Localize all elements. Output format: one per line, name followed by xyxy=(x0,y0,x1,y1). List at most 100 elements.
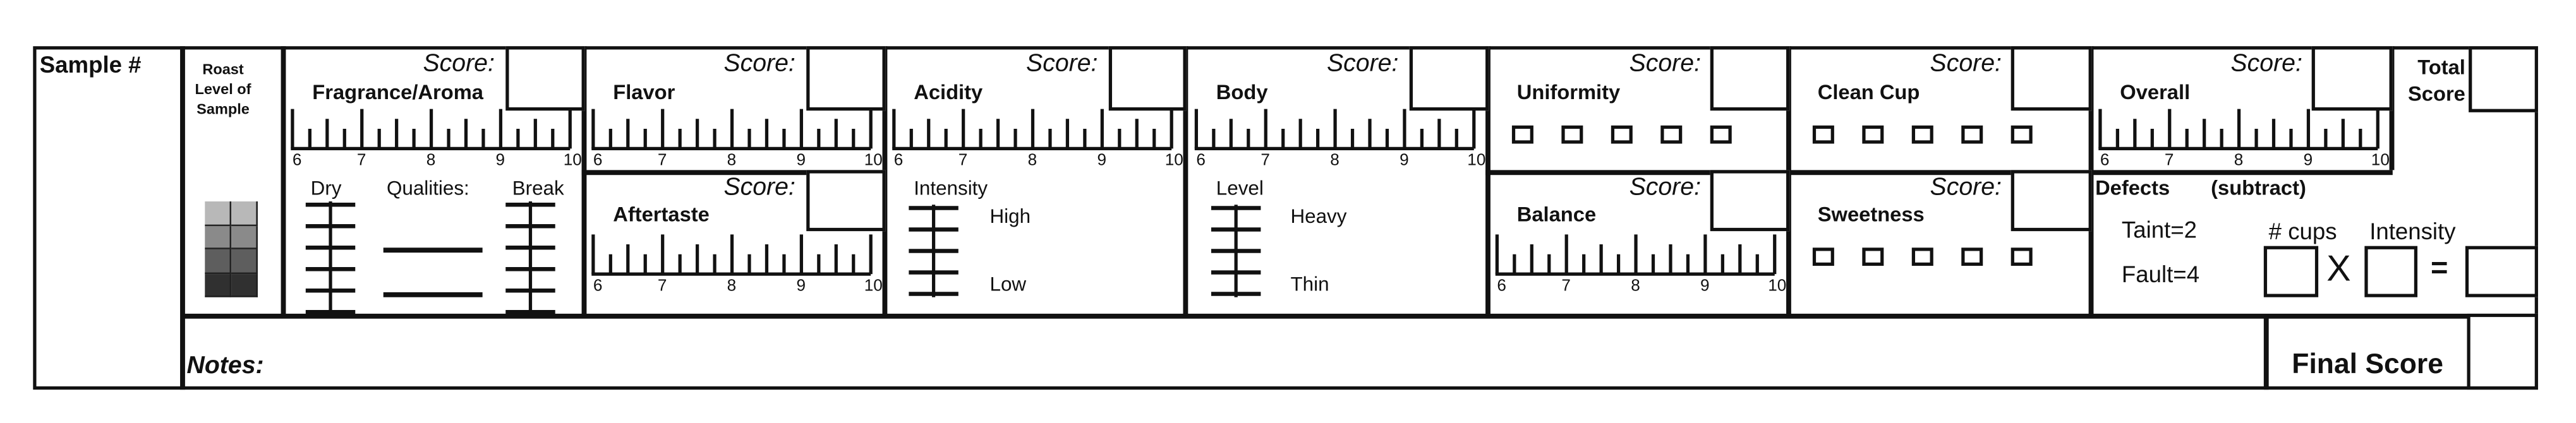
cup-checkbox[interactable] xyxy=(1911,247,1933,266)
acidity-score-box[interactable] xyxy=(1108,46,1187,111)
fragrance-score-box[interactable] xyxy=(505,46,585,111)
acidity-score-label: Score: xyxy=(1026,49,1098,78)
defects-intensity-box[interactable] xyxy=(2364,246,2418,297)
scale-tick-label: 10 xyxy=(1768,275,1786,294)
divider-uniformity xyxy=(1485,46,1490,316)
defects-cups-box[interactable] xyxy=(2263,246,2319,297)
cup-checkbox[interactable] xyxy=(2011,247,2033,266)
sample-column-divider xyxy=(180,46,184,390)
cup-checkbox[interactable] xyxy=(1660,125,1683,144)
total-score-box[interactable] xyxy=(2469,46,2538,112)
cup-checkbox[interactable] xyxy=(1511,125,1533,144)
cup-checkbox[interactable] xyxy=(1911,125,1933,144)
fragrance-qualities-label: Qualities: xyxy=(386,176,469,200)
cup-checkbox[interactable] xyxy=(1961,247,1983,266)
scale-tick-label: 9 xyxy=(1097,150,1106,169)
overall-score-label: Score: xyxy=(2230,49,2302,78)
fragrance-dry-ladder[interactable] xyxy=(305,201,359,324)
scale-tick-label: 7 xyxy=(958,150,968,169)
balance-score-box[interactable] xyxy=(1710,170,1790,232)
scale-tick-label: 8 xyxy=(727,275,737,294)
fragrance-title: Fragrance/Aroma xyxy=(312,81,483,104)
cup-checkbox[interactable] xyxy=(1812,125,1834,144)
roast-swatch-cell xyxy=(231,201,258,225)
fragrance-break-label: Break xyxy=(512,176,564,200)
fragrance-score-label: Score: xyxy=(423,49,495,78)
sweetness-title: Sweetness xyxy=(1817,203,1925,227)
roast-level-label: Roast Level of Sample xyxy=(195,61,251,117)
body-title: Body xyxy=(1216,81,1268,104)
roast-swatch-cell xyxy=(205,249,232,273)
balance-title: Balance xyxy=(1516,203,1597,227)
defects-equals-sign: = xyxy=(2430,251,2448,284)
scale-tick-label: 10 xyxy=(864,150,883,169)
defects-intensity-label: Intensity xyxy=(2369,218,2456,245)
roast-swatch-cell xyxy=(231,249,258,273)
acidity-title: Acidity xyxy=(914,81,983,104)
scale-tick-label: 9 xyxy=(1400,150,1409,169)
roast-swatch-cell xyxy=(205,273,232,297)
body-score-box[interactable] xyxy=(1409,46,1489,111)
cup-checkbox[interactable] xyxy=(1611,125,1633,144)
cup-checkbox[interactable] xyxy=(1561,125,1583,144)
ladder-svg xyxy=(1211,205,1261,297)
scale-tick-label: 9 xyxy=(496,150,505,169)
scale-tick-label: 9 xyxy=(1700,275,1710,294)
clean-cup-score-box[interactable] xyxy=(2011,46,2092,111)
scale-tick-label: 9 xyxy=(797,275,806,294)
scale-tick-label: 6 xyxy=(593,150,603,169)
uniformity-score-box[interactable] xyxy=(1710,46,1790,111)
clean-cup-score-label: Score: xyxy=(1930,49,2002,78)
cup-checkbox[interactable] xyxy=(1710,125,1732,144)
defects-result-box[interactable] xyxy=(2465,246,2538,297)
cup-checkbox[interactable] xyxy=(1961,125,1983,144)
scale-tick-label: 8 xyxy=(2234,150,2244,169)
cup-checkbox[interactable] xyxy=(1862,125,1884,144)
flavor-score-box[interactable] xyxy=(806,46,886,111)
fragrance-quality-line-1[interactable] xyxy=(383,247,483,252)
acidity-intensity-ladder[interactable] xyxy=(909,205,962,306)
flavor-title: Flavor xyxy=(613,81,675,104)
body-score-label: Score: xyxy=(1327,49,1399,78)
scale-tick-label: 6 xyxy=(1196,150,1206,169)
body-heavy-label: Heavy xyxy=(1290,205,1347,228)
mid-divider-right xyxy=(1485,170,2393,174)
overall-score-box[interactable] xyxy=(2311,46,2393,111)
fragrance-break-ladder[interactable] xyxy=(505,201,559,324)
cup-checkbox[interactable] xyxy=(2011,125,2033,144)
cup-checkbox[interactable] xyxy=(1862,247,1884,266)
acidity-low-label: Low xyxy=(989,272,1027,296)
scale-tick-label: 7 xyxy=(2165,150,2174,169)
roast-swatch-cell xyxy=(231,225,258,249)
scale-tick-label: 8 xyxy=(727,150,737,169)
final-score-box[interactable] xyxy=(2467,313,2538,390)
final-score-label: Final Score xyxy=(2292,348,2443,380)
uniformity-score-label: Score: xyxy=(1629,49,1701,78)
defects-title: Defects xyxy=(2095,176,2170,200)
divider-body xyxy=(1183,46,1188,316)
cup-checkbox[interactable] xyxy=(1812,247,1834,266)
scale-tick-label: 6 xyxy=(1497,275,1506,294)
balance-score-label: Score: xyxy=(1629,173,1701,202)
scale-tick-label: 9 xyxy=(797,150,806,169)
roast-swatch-cell xyxy=(231,273,258,297)
body-level-ladder[interactable] xyxy=(1211,205,1264,306)
fragrance-quality-line-2[interactable] xyxy=(383,292,483,297)
aftertaste-score-box[interactable] xyxy=(806,170,886,232)
sweetness-score-box[interactable] xyxy=(2011,170,2092,232)
defects-subtract-label: (subtract) xyxy=(2211,176,2306,200)
